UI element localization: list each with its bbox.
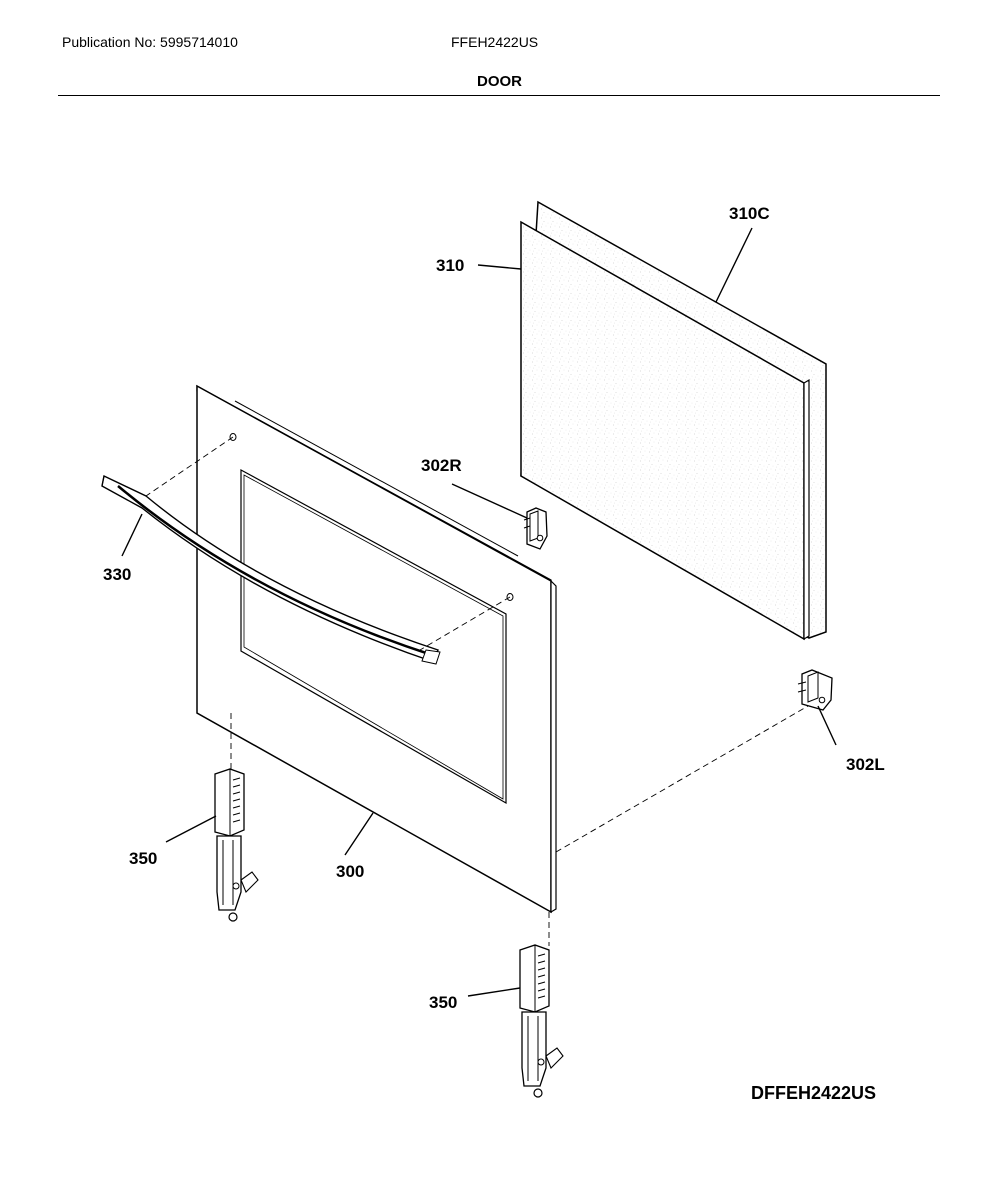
model-number: FFEH2422US <box>451 34 539 50</box>
leader-lines <box>121 227 837 997</box>
callout-350-left: 350 <box>129 849 157 868</box>
diagram-code: DFFEH2422US <box>751 1083 877 1103</box>
callout-330: 330 <box>103 565 131 584</box>
assembly-lines <box>145 436 809 946</box>
callout-300: 300 <box>336 862 364 881</box>
hinge-350-left <box>214 768 259 922</box>
callout-350-right: 350 <box>429 993 457 1012</box>
door-panel <box>196 384 557 914</box>
header-divider <box>58 95 940 96</box>
callout-310: 310 <box>436 256 464 275</box>
hinge-350-right <box>519 944 564 1098</box>
glass-panel-310 <box>520 220 810 641</box>
callout-302r: 302R <box>421 456 462 475</box>
hinge-receptacle-302r <box>523 507 548 550</box>
callout-302l: 302L <box>846 755 885 774</box>
callout-310c: 310C <box>729 204 770 223</box>
section-title: DOOR <box>477 73 522 90</box>
publication-number: Publication No: 5995714010 <box>62 34 238 50</box>
hinge-receptacle-302l <box>797 669 833 711</box>
door-handle <box>101 474 441 665</box>
